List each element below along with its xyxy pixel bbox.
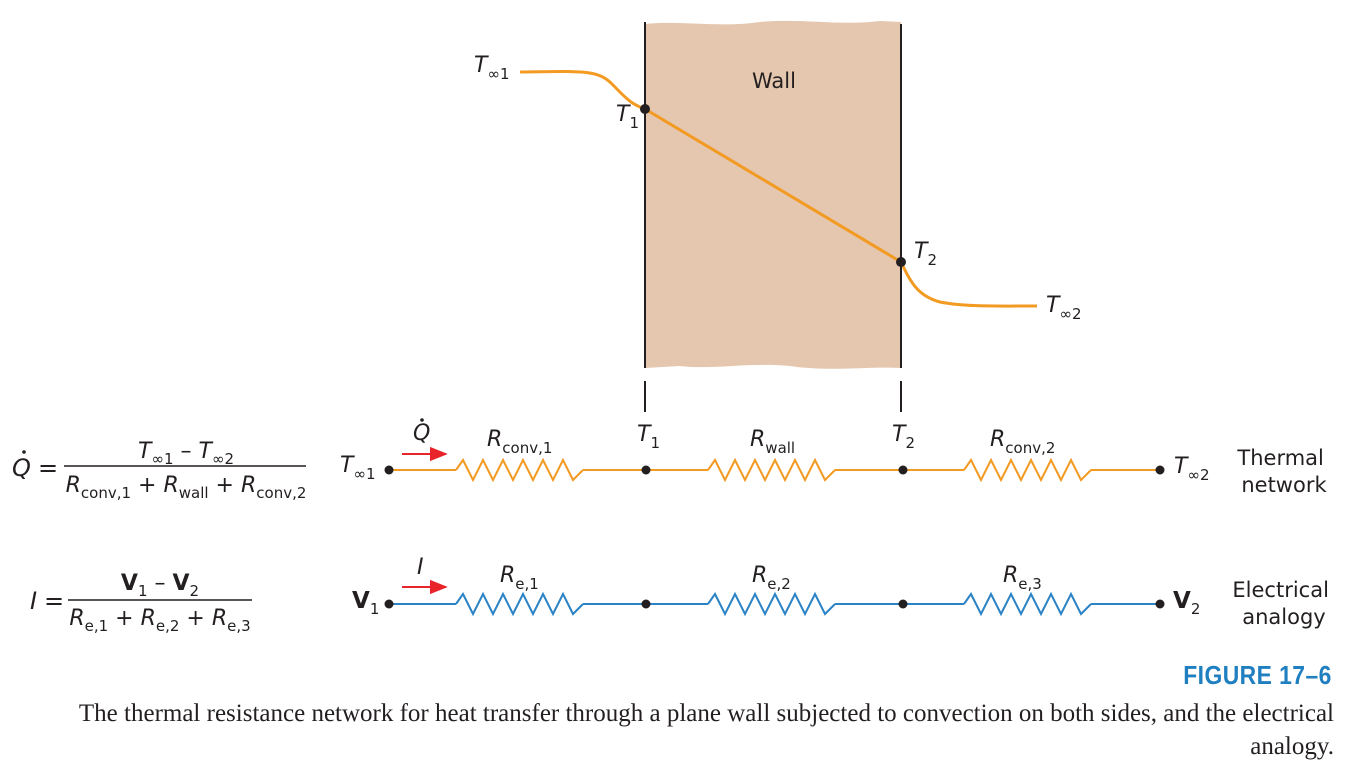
electrical-node-mid1 (641, 599, 651, 609)
temperature-profile-curve (519, 70, 1038, 308)
thermal-network: Q T∞1 T∞2 T1 T2 Rconv,1 Rwall Rconv,2 Th… (340, 418, 1330, 497)
t1-surface-point (640, 104, 650, 114)
figure-title: FIGURE 17–6 (1183, 660, 1332, 690)
heat-flow-dot (420, 418, 424, 422)
thermal-node-t1 (641, 465, 651, 475)
heat-flow-symbol: Q (413, 421, 430, 446)
heat-eq-denominator: Rconv,1 + Rwall + Rconv,2 (66, 473, 307, 502)
thermal-left-node-label: T∞1 (340, 453, 376, 483)
wall-label: Wall (752, 69, 796, 93)
electrical-node-left (384, 599, 394, 609)
electrical-node-mid2 (898, 599, 908, 609)
heat-eq-lhs-dot (22, 450, 26, 454)
thermal-node-left (384, 465, 394, 475)
electrical-resistor-e3 (963, 591, 1092, 617)
electrical-resistor-e1-label: Re,1 (500, 563, 539, 593)
thermal-resistor-conv1 (455, 457, 584, 483)
electrical-resistor-e2 (707, 591, 836, 617)
figure-caption: The thermal resistance network for heat … (78, 700, 1334, 760)
thermal-node-t1-label: T1 (637, 422, 660, 452)
heat-eq-lhs: Q (12, 454, 31, 482)
t-inf1-label: T∞1 (474, 53, 510, 83)
heat-eq-numerator: T∞1 – T∞2 (138, 439, 234, 468)
thermal-node-t2-label: T2 (892, 422, 915, 452)
heat-flow-equation: Q = T∞1 – T∞2 Rconv,1 + Rwall + Rconv,2 (12, 439, 306, 502)
electrical-network: I V1 V2 Re,1 Re,2 Re,3 Electrical analog… (352, 555, 1335, 629)
electrical-network-label: Electrical analogy (1232, 578, 1335, 629)
wall-body (645, 20, 901, 369)
t-inf2-label: T∞2 (1046, 293, 1082, 323)
current-eq-lhs: I (30, 587, 37, 615)
current-eq-equals: = (44, 587, 64, 615)
current-flow-symbol: I (417, 555, 424, 580)
t2-surface-point (896, 257, 906, 267)
heat-eq-equals: = (38, 454, 58, 482)
electrical-left-node-label: V1 (352, 588, 379, 618)
t2-profile-label: T2 (914, 239, 937, 269)
current-eq-numerator: V1 – V2 (121, 571, 199, 600)
thermal-node-right (1155, 465, 1165, 475)
thermal-resistor-wall (707, 457, 836, 483)
thermal-resistor-conv1-label: Rconv,1 (487, 427, 552, 457)
current-equation: I = V1 – V2 Re,1 + Re,2 + Re,3 (30, 571, 252, 635)
thermal-resistor-conv2 (963, 457, 1092, 483)
thermal-node-t2 (898, 465, 908, 475)
thermal-network-label: Thermal network (1236, 446, 1330, 497)
thermal-resistor-conv2-label: Rconv,2 (990, 427, 1055, 457)
thermal-resistor-wall-label: Rwall (750, 427, 795, 457)
electrical-resistor-e1 (455, 591, 584, 617)
electrical-resistor-e2-label: Re,2 (752, 563, 791, 593)
thermal-right-node-label: T∞2 (1174, 454, 1210, 484)
current-eq-denominator: Re,1 + Re,2 + Re,3 (69, 606, 250, 635)
electrical-node-right (1155, 599, 1165, 609)
t1-profile-label: T1 (616, 102, 639, 132)
electrical-resistor-e3-label: Re,3 (1003, 563, 1042, 593)
electrical-right-node-label: V2 (1173, 588, 1200, 618)
